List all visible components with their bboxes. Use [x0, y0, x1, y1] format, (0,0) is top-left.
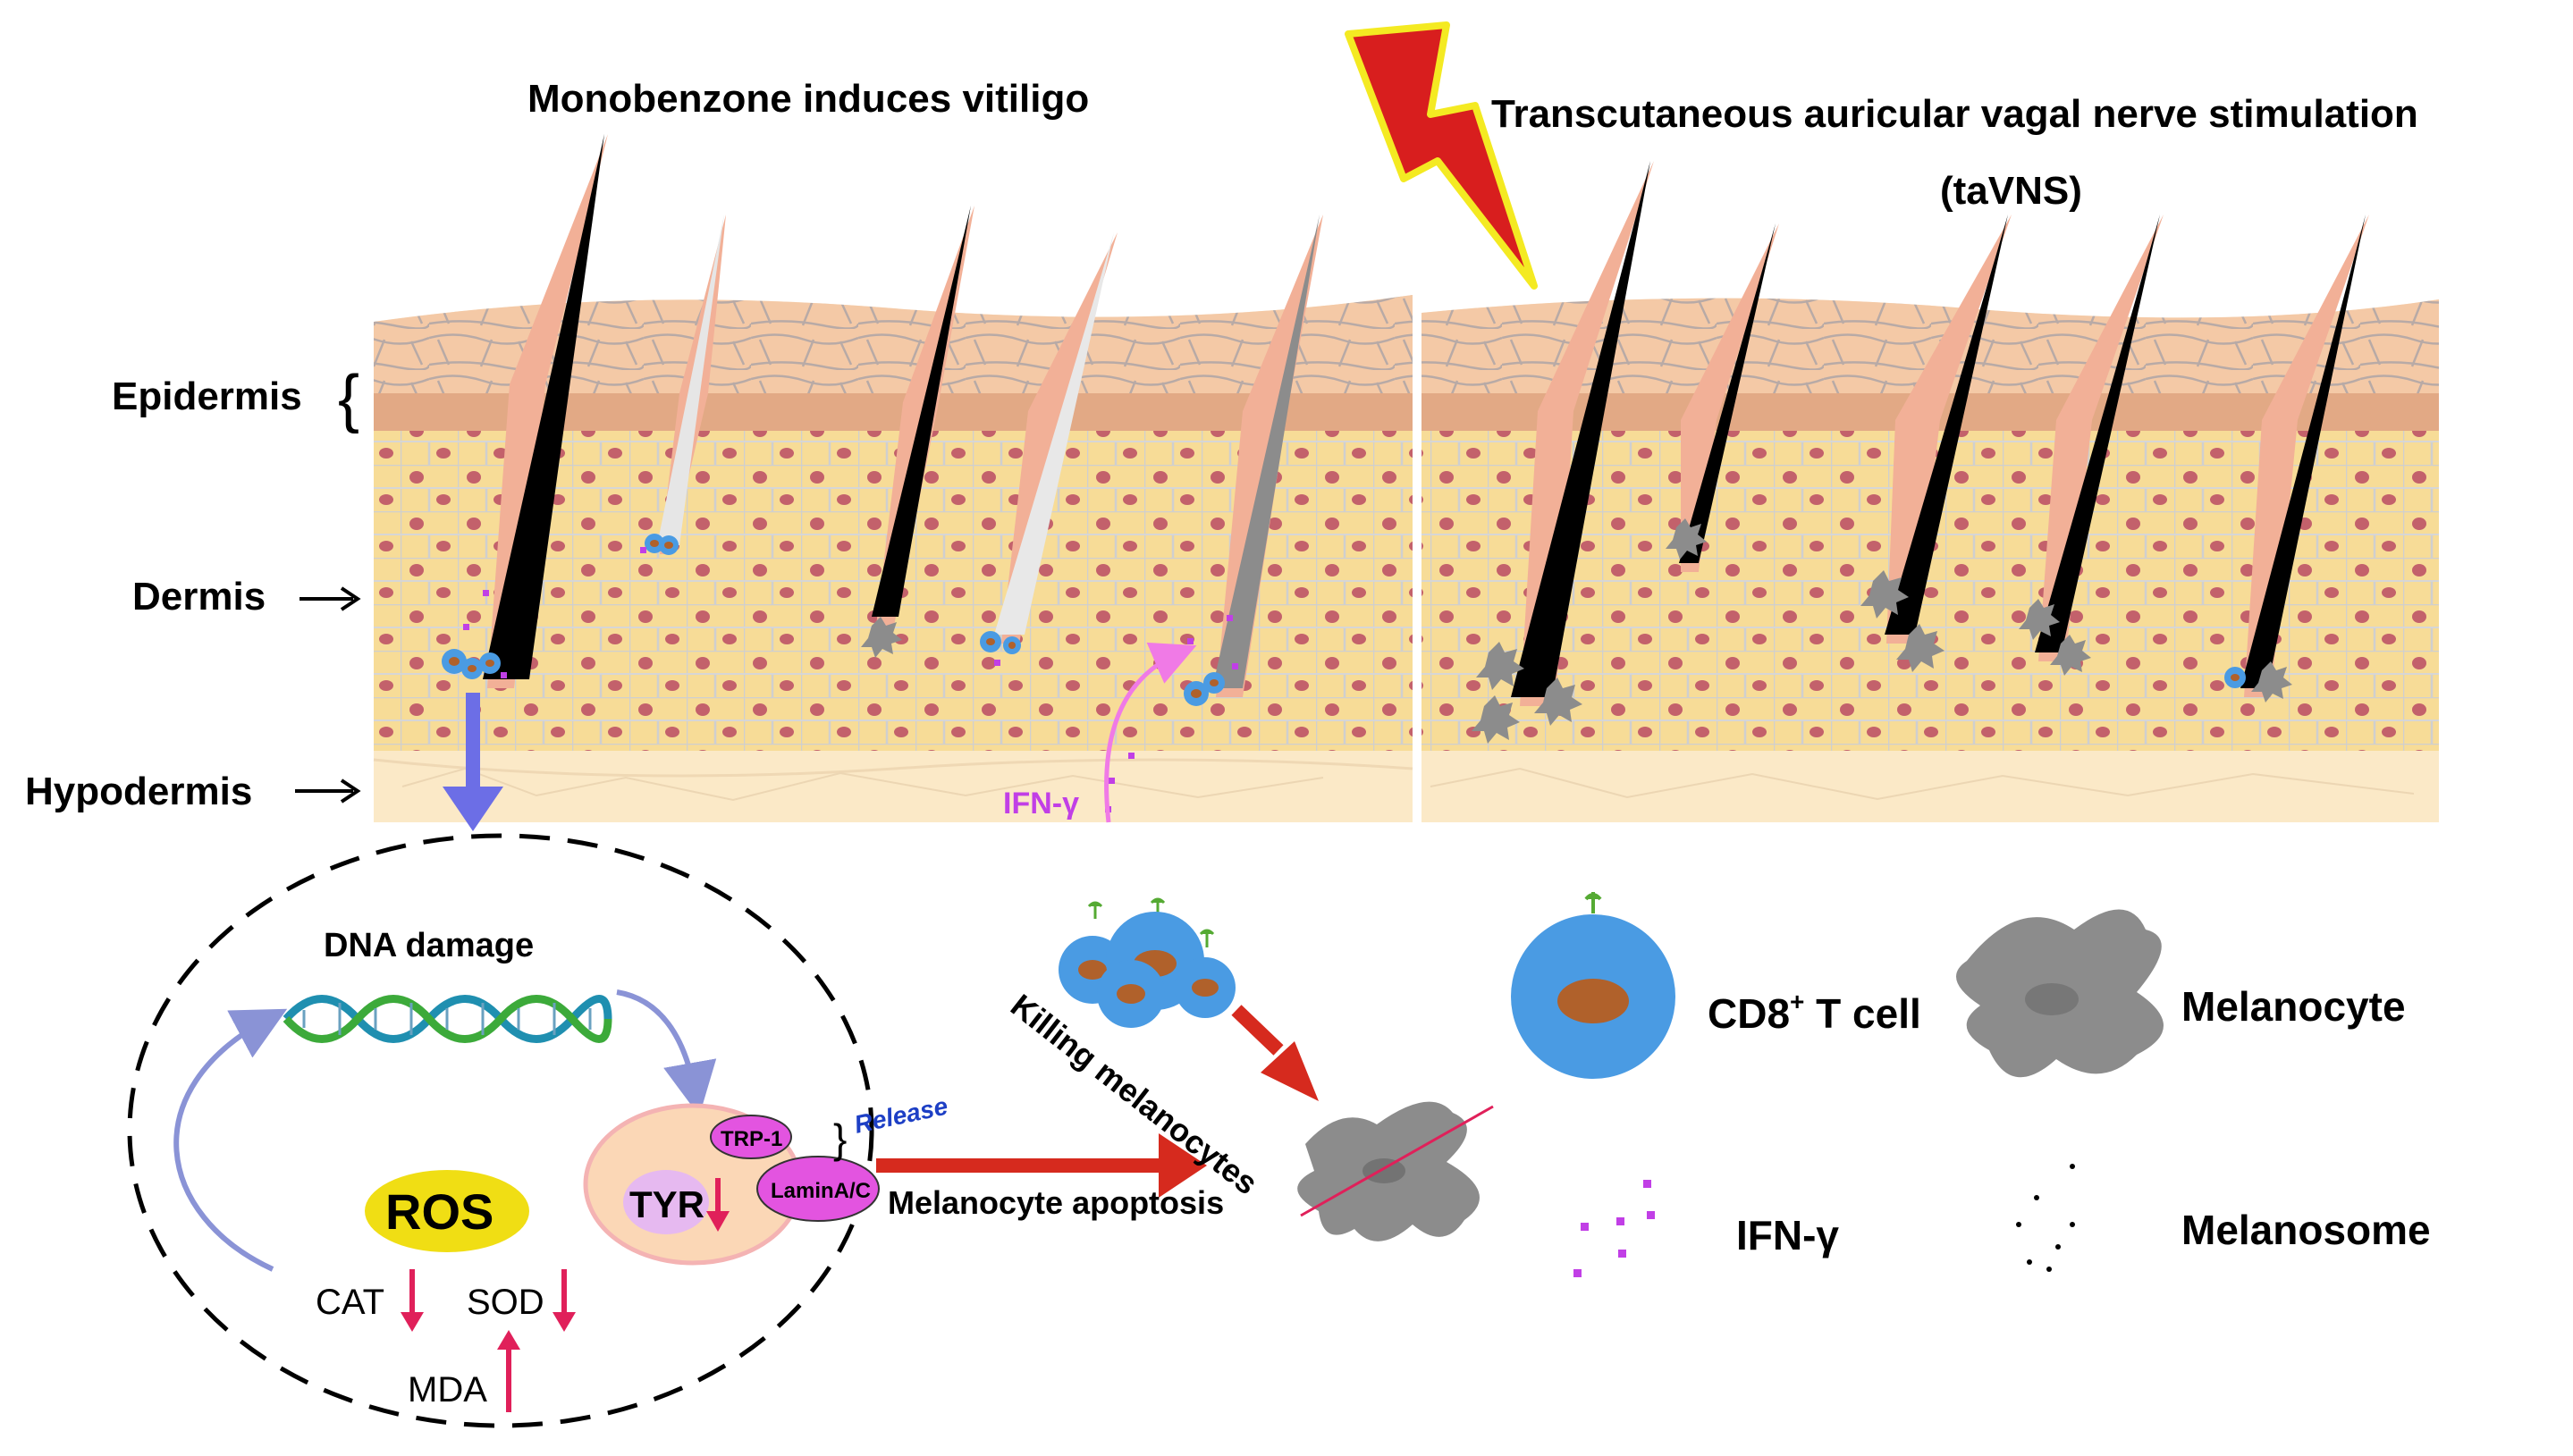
hypodermis-label: Hypodermis — [25, 770, 252, 813]
svg-text:CD8+ T cell: CD8+ T cell — [1708, 988, 1921, 1037]
feedback-arrow — [173, 1008, 288, 1272]
dna-to-protein-arrow — [616, 989, 717, 1116]
mda-up-arrow — [497, 1330, 520, 1412]
killing-arrow — [1231, 1005, 1319, 1101]
lightning-bolt-icon — [1345, 21, 1538, 290]
legend-melanosome-label: Melanosome — [2181, 1207, 2431, 1253]
skin-melanocytes — [861, 518, 2292, 744]
apoptosis-label: Melanocyte apoptosis — [888, 1184, 1224, 1221]
mda-label: MDA — [408, 1370, 487, 1410]
lamin-label: LaminA/C — [771, 1179, 871, 1203]
legend-cd8: CD8+ T cell — [1511, 892, 1921, 1079]
sod-label: SOD — [467, 1283, 544, 1322]
dermis-arrow — [299, 586, 361, 611]
cat-label: CAT — [316, 1283, 384, 1322]
t-cell-cluster — [1059, 897, 1236, 1028]
legend-ifn-label: IFN-γ — [1736, 1212, 1839, 1258]
epidermis-brace: { — [338, 363, 359, 434]
ifn-label-skin: IFN-γ — [1003, 787, 1079, 821]
right-title-line2: (taVNS) — [1940, 169, 2082, 213]
left-skin-panel — [373, 134, 1413, 822]
release-label: Release — [852, 1092, 950, 1139]
trp1-bubble — [710, 1115, 792, 1159]
legend-cd8-label: CD8 — [1708, 990, 1790, 1037]
mechanism-oval — [127, 833, 874, 1428]
legend-melanosome: Melanosome — [2016, 1164, 2431, 1272]
apoptosis-arrow — [876, 1133, 1207, 1198]
right-skin-panel — [1421, 161, 2439, 822]
down-arrow — [443, 693, 503, 831]
right-title-line1: Transcutaneous auricular vagal nerve sti… — [1491, 92, 2418, 136]
dead-melanocyte — [1297, 1101, 1494, 1241]
epidermis-label: Epidermis — [112, 375, 302, 418]
ros-bubble — [365, 1170, 529, 1252]
legend-cd8-sup: + — [1790, 988, 1804, 1015]
legend-melanocyte-label: Melanocyte — [2181, 983, 2406, 1030]
tyr-label: TYR — [629, 1183, 704, 1225]
cat-down-arrow — [401, 1269, 424, 1332]
trp1-label: TRP-1 — [721, 1127, 782, 1151]
dermis-label: Dermis — [132, 575, 266, 619]
ros-label: ROS — [385, 1183, 494, 1240]
skin-t-cells — [442, 534, 2246, 706]
release-brace: } — [833, 1115, 847, 1162]
left-title: Monobenzone induces vitiligo — [527, 77, 1089, 121]
tyr-down-arrow — [706, 1178, 730, 1232]
legend-ifn: IFN-γ — [1573, 1180, 1839, 1277]
tyr-bubble — [623, 1170, 709, 1234]
ifn-arrow — [1104, 642, 1197, 823]
legend-melanocyte: Melanocyte — [1956, 909, 2406, 1078]
legend-cd8-rest: T cell — [1804, 990, 1920, 1037]
lamin-bubble — [756, 1156, 880, 1222]
dna-damage-label: DNA damage — [324, 927, 534, 964]
hypodermis-arrow — [295, 778, 361, 804]
sod-down-arrow — [553, 1269, 576, 1332]
dna-helix-icon — [283, 995, 612, 1043]
